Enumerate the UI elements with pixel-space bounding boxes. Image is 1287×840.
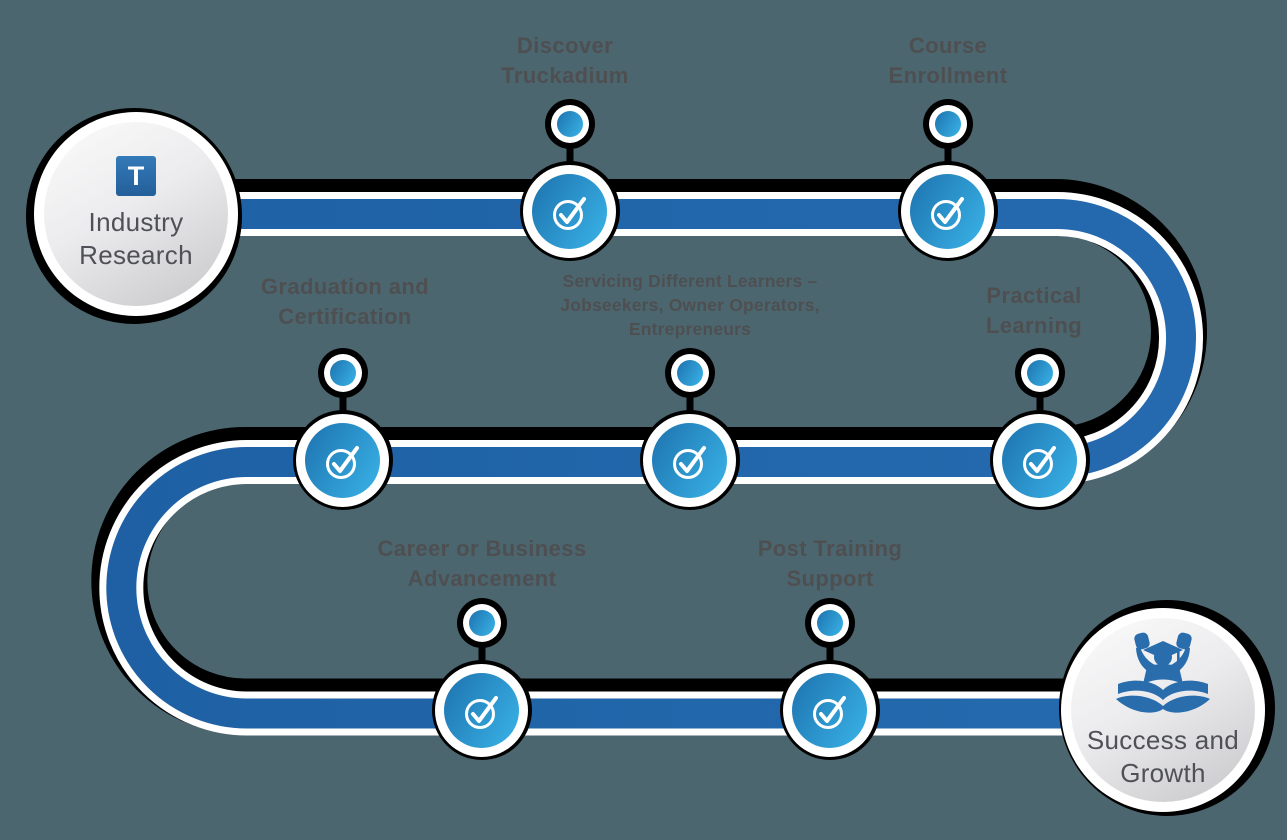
check-circle-icon: [812, 695, 846, 729]
label-servicing-learners: Servicing Different Learners – Jobseeker…: [560, 271, 820, 339]
truckadium-t-logo-icon: T: [116, 156, 156, 196]
endpoint-start-label: Industry Research: [79, 207, 193, 270]
ribbon-blue: [106, 199, 1196, 729]
node-graduation: [293, 410, 393, 510]
dot-post-training: [805, 598, 855, 648]
endpoint-industry-research: T Industry Research: [26, 108, 242, 324]
dot-servicing-learners: [665, 348, 715, 398]
dot-practical-learning: [1015, 348, 1065, 398]
label-discover: Discover Truckadium: [501, 33, 629, 88]
check-circle-icon: [1022, 445, 1056, 479]
dot-discover: [545, 99, 595, 149]
node-post-training: [780, 660, 880, 760]
label-graduation: Graduation and Certification: [260, 274, 430, 329]
check-circle-icon: [552, 196, 586, 230]
dot-course-enrollment: [923, 99, 973, 149]
graduate-success-icon: [1116, 632, 1210, 713]
label-post-training: Post Training Support: [757, 536, 903, 591]
node-course-enrollment: [898, 161, 998, 261]
node-discover: [520, 161, 620, 261]
label-practical-learning: Practical Learning: [985, 283, 1083, 338]
dot-graduation: [318, 348, 368, 398]
label-course-enrollment: Course Enrollment: [888, 33, 1008, 88]
endpoint-end-label: Success and Growth: [1086, 725, 1240, 788]
node-servicing-learners: [640, 410, 740, 510]
label-career-advancement: Career or Business Advancement: [377, 536, 587, 591]
node-practical-learning: [990, 410, 1090, 510]
check-circle-icon: [325, 445, 359, 479]
node-career-advancement: [432, 660, 532, 760]
check-circle-icon: [672, 445, 706, 479]
dot-career-advancement: [457, 598, 507, 648]
check-circle-icon: [464, 695, 498, 729]
check-circle-icon: [930, 196, 964, 230]
endpoint-success-growth: Success and Growth: [1059, 600, 1275, 816]
